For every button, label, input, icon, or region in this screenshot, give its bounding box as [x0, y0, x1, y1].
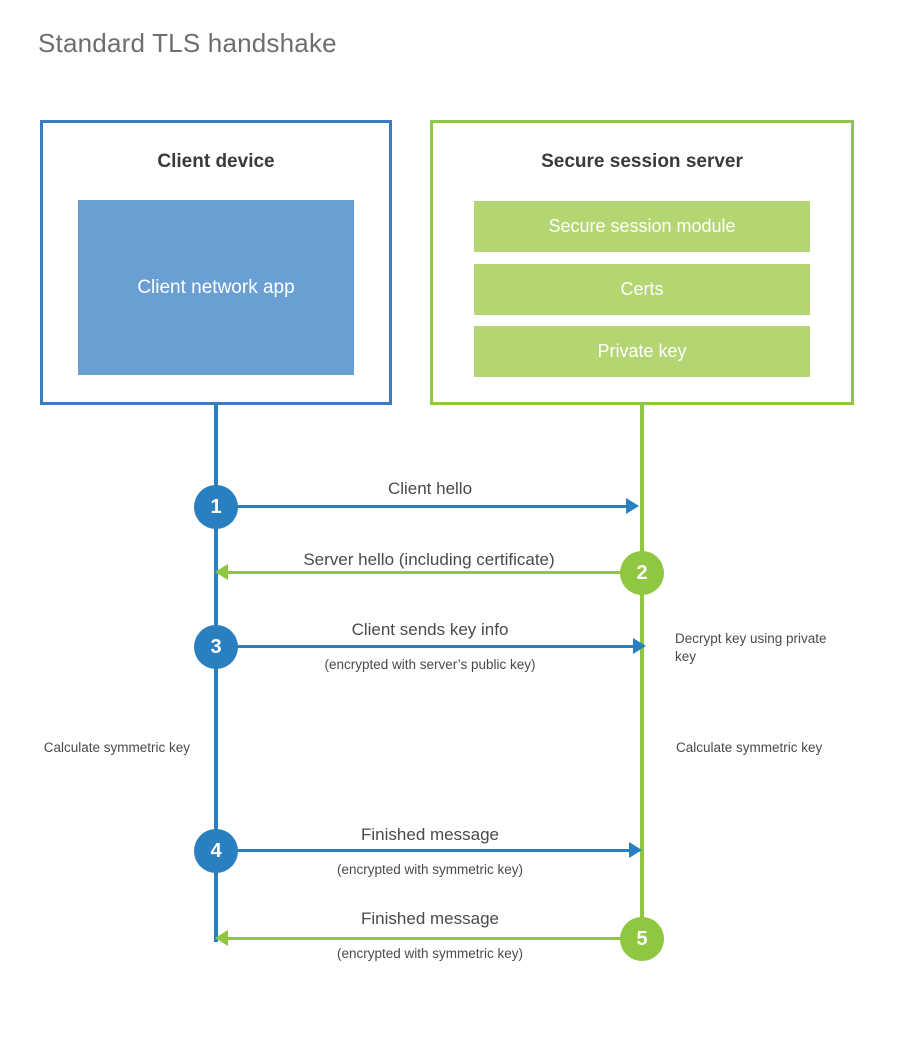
annotation-client-calculate-symmetric-key: Calculate symmetric key: [43, 740, 190, 755]
step-marker-2: 2: [620, 551, 664, 595]
client-device-title: Client device: [157, 151, 275, 172]
message-2-label: Server hello (including certificate): [303, 550, 555, 569]
message-1-arrow-head-icon: [626, 498, 639, 514]
client-lifeline: [214, 403, 218, 942]
message-5-arrow-line: [228, 937, 626, 940]
annotation-decrypt-key: Decrypt key using private key: [675, 631, 827, 664]
message-2-arrow-line: [228, 571, 626, 574]
page-title: Standard TLS handshake: [38, 28, 337, 58]
server-module-secure-session-module: Secure session module: [474, 201, 810, 252]
message-4-arrow-head-icon: [629, 842, 642, 858]
message-5-sublabel: (encrypted with symmetric key): [336, 946, 524, 961]
server-module-private-key: Private key: [474, 326, 810, 377]
message-2-arrow-head-icon: [215, 564, 228, 580]
step-marker-1: 1: [194, 485, 238, 529]
message-3-arrow-head-icon: [633, 638, 646, 654]
client-network-app-block: Client network app: [78, 200, 354, 375]
message-5-label: Finished message: [361, 909, 499, 928]
client-device-box: Client device Client network app: [40, 120, 392, 405]
secure-session-server-box: Secure session server Secure session mod…: [430, 120, 854, 405]
message-3-arrow-line: [216, 645, 640, 648]
message-4-label: Finished message: [361, 825, 499, 844]
annotation-server-calculate-symmetric-key: Calculate symmetric key: [676, 740, 823, 755]
server-module-certs: Certs: [474, 264, 810, 315]
message-4-sublabel: (encrypted with symmetric key): [336, 862, 524, 877]
message-5-arrow-head-icon: [215, 930, 228, 946]
step-marker-5: 5: [620, 917, 664, 961]
secure-session-server-title: Secure session server: [541, 151, 743, 172]
message-1-label: Client hello: [387, 479, 473, 498]
step-marker-3: 3: [194, 625, 238, 669]
message-1-arrow-line: [216, 505, 626, 508]
message-3-label: Client sends key info: [351, 620, 509, 639]
step-marker-4: 4: [194, 829, 238, 873]
server-lifeline: [640, 403, 644, 942]
message-4-arrow-line: [216, 849, 636, 852]
message-3-sublabel: (encrypted with server’s public key): [324, 657, 536, 672]
